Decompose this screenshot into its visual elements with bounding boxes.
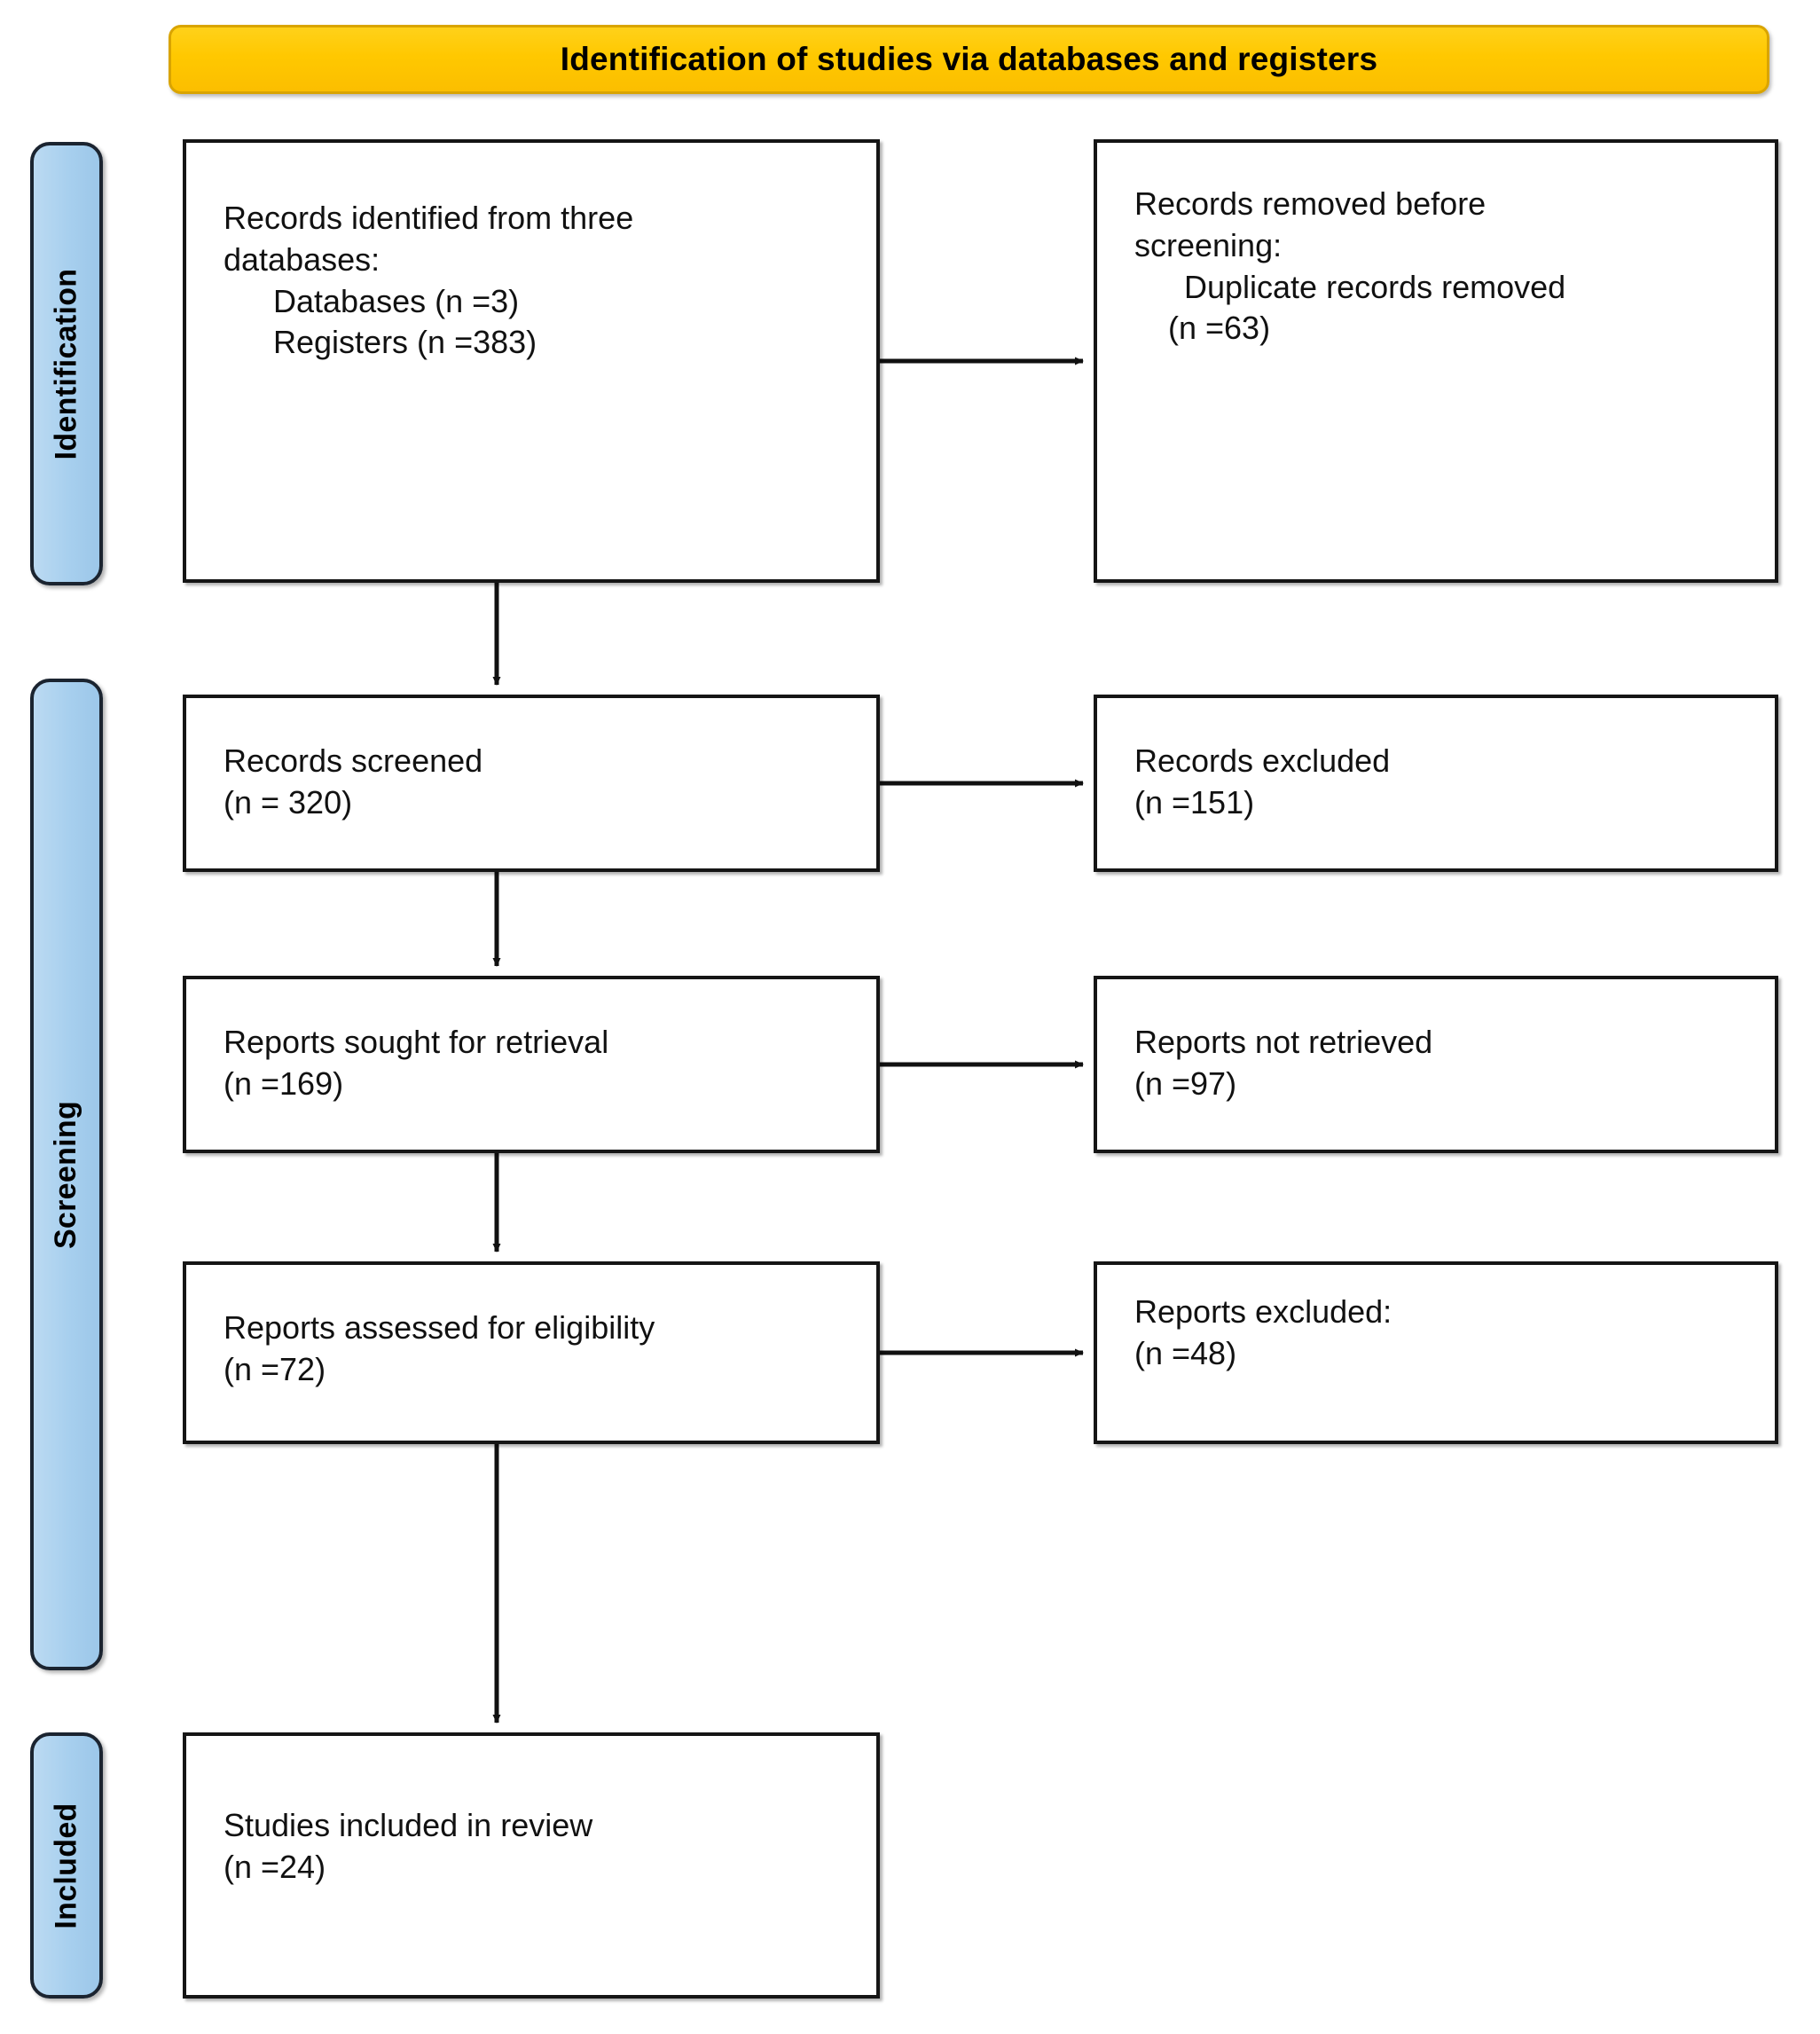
- box-studies-included-in-review: Studies included in review (n =24): [183, 1732, 880, 1999]
- stage-label-screening-text: Screening: [49, 1100, 83, 1249]
- reports-sought-label: Reports sought for retrieval: [224, 1024, 609, 1060]
- stage-label-screening: Screening: [30, 679, 103, 1670]
- box-records-identified: Records identified from three databases:…: [183, 139, 880, 583]
- records-removed-colon: :: [1273, 226, 1283, 263]
- records-screened-count: (n = 320): [224, 783, 353, 821]
- box-reports-assessed-for-eligibility: Reports assessed for eligibility (n =72): [183, 1261, 880, 1444]
- studies-included-count: (n =24): [224, 1848, 326, 1885]
- records-identified-line-1: Records identified from three: [224, 200, 634, 236]
- diagram-title: Identification of studies via databases …: [560, 41, 1378, 77]
- box-reports-excluded: Reports excluded: (n =48): [1094, 1261, 1778, 1444]
- box-records-excluded: Records excluded (n =151): [1094, 695, 1778, 872]
- reports-not-retrieved-label: Reports not retrieved: [1134, 1024, 1433, 1060]
- records-removed-italic-screening: screening: [1134, 226, 1274, 263]
- stage-label-identification: Identification: [30, 142, 103, 585]
- box-reports-sought-for-retrieval: Reports sought for retrieval (n =169): [183, 976, 880, 1153]
- records-excluded-count: (n =151): [1134, 783, 1255, 821]
- records-removed-line-1: Records removed before: [1134, 184, 1752, 225]
- box-records-removed-before-screening: Records removed before screening: Duplic…: [1094, 139, 1778, 583]
- reports-sought-count: (n =169): [224, 1064, 344, 1102]
- duplicate-records-removed-label: Duplicate records removed: [1184, 268, 1566, 305]
- records-removed-italic-before: before: [1395, 185, 1487, 222]
- records-removed-lead: Records removed: [1134, 185, 1396, 222]
- stage-label-included-text: Included: [49, 1802, 83, 1929]
- studies-included-label: Studies included in review: [224, 1807, 593, 1843]
- reports-excluded-label: Reports excluded:: [1134, 1293, 1392, 1330]
- duplicate-records-removed-count: (n =63): [1168, 310, 1271, 347]
- box-records-screened: Records screened (n = 320): [183, 695, 880, 872]
- reports-excluded-count: (n =48): [1134, 1334, 1237, 1371]
- reports-not-retrieved-count: (n =97): [1134, 1064, 1237, 1102]
- diagram-header-banner: Identification of studies via databases …: [169, 25, 1769, 94]
- records-removed-line-2: screening:: [1134, 225, 1752, 267]
- records-identified-registers-count: Registers (n =383): [273, 324, 537, 361]
- reports-assessed-count: (n =72): [224, 1350, 326, 1387]
- records-identified-line-2: databases:: [224, 240, 380, 278]
- stage-label-identification-text: Identification: [49, 268, 83, 459]
- records-identified-databases-count: Databases (n =3): [273, 282, 520, 319]
- box-reports-not-retrieved: Reports not retrieved (n =97): [1094, 976, 1778, 1153]
- records-excluded-label: Records excluded: [1134, 742, 1391, 779]
- records-screened-label: Records screened: [224, 742, 483, 779]
- reports-assessed-label: Reports assessed for eligibility: [224, 1309, 655, 1346]
- stage-label-included: Included: [30, 1732, 103, 1999]
